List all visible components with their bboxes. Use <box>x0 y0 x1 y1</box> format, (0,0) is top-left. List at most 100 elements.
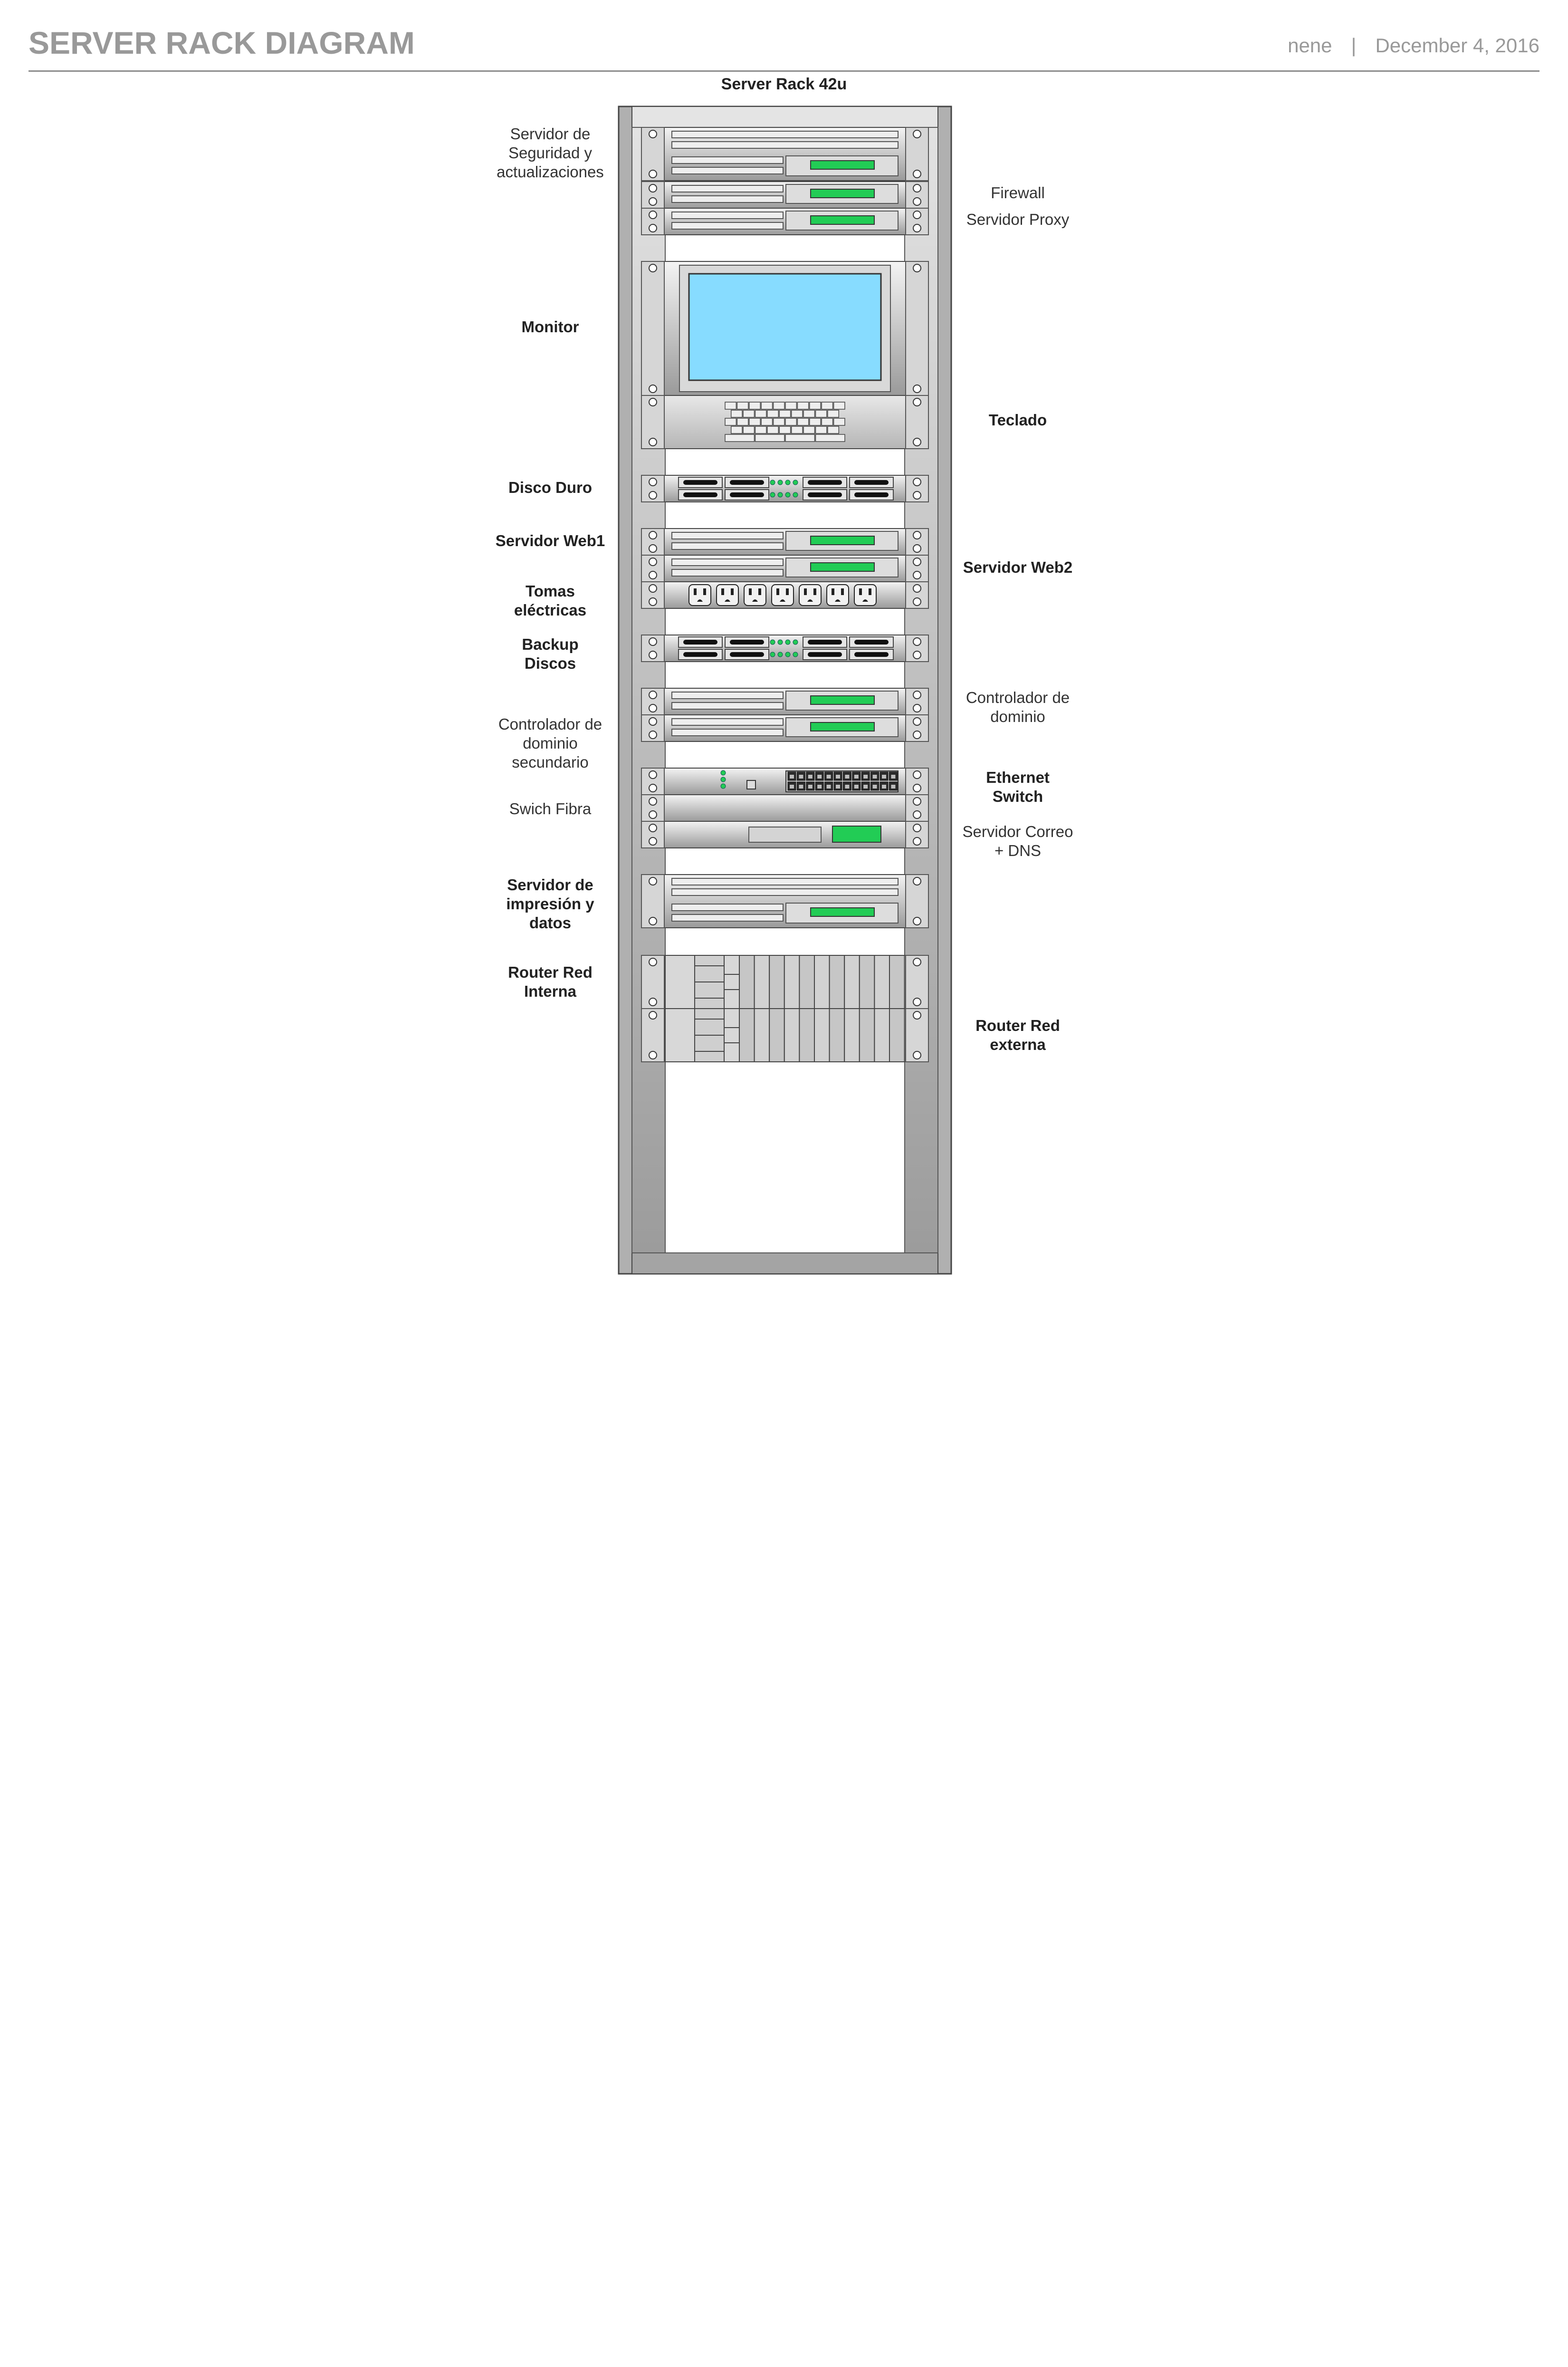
keyboard-key <box>725 418 737 426</box>
switch-led <box>720 783 726 789</box>
drive-bay <box>683 652 717 657</box>
label-proxy: Servidor Proxy <box>966 211 1070 228</box>
disk-led <box>770 639 775 645</box>
keyboard-key <box>791 426 803 434</box>
disk-led <box>770 480 775 485</box>
status-led-bar <box>810 160 875 170</box>
disk-led <box>785 492 791 498</box>
status-led-bar <box>810 722 875 731</box>
power-strip <box>641 581 929 609</box>
author-name: nene <box>1288 34 1332 57</box>
keyboard-key <box>725 402 737 410</box>
label-fiber: Swich Fibra <box>509 800 592 818</box>
label-web2: Servidor Web2 <box>963 558 1073 576</box>
router-module <box>739 1008 755 1062</box>
monitor-screen <box>688 273 882 381</box>
router-module <box>889 955 905 1009</box>
label-monitor: Monitor <box>521 318 579 336</box>
router-module <box>769 955 785 1009</box>
label-firewall: Firewall <box>991 184 1045 202</box>
power-outlet <box>799 584 822 606</box>
keyboard-key <box>730 410 743 418</box>
router-module <box>874 955 890 1009</box>
disk-led <box>777 480 783 485</box>
keyboard-key <box>803 410 815 418</box>
page-title: SERVER RACK DIAGRAM <box>29 25 415 60</box>
monitor-unit <box>641 261 929 396</box>
header-meta: nene|December 4, 2016 <box>1288 34 1539 57</box>
status-led-bar <box>810 562 875 572</box>
disk-led <box>777 639 783 645</box>
keyboard-key <box>725 434 755 442</box>
keyboard-key <box>785 402 797 410</box>
router-module <box>754 1008 770 1062</box>
keyboard-key <box>743 410 755 418</box>
router-module <box>844 1008 860 1062</box>
disk-led <box>785 639 791 645</box>
keyboard-key <box>815 410 827 418</box>
keyboard-key <box>833 402 845 410</box>
rack-top-cap <box>631 106 938 128</box>
label-mail: Servidor Correo+ DNS <box>962 823 1073 859</box>
router-module <box>769 1008 785 1062</box>
web2-server <box>641 555 929 582</box>
drive-bay <box>854 640 889 645</box>
keyboard-key <box>785 418 797 426</box>
keyboard-key <box>755 434 785 442</box>
drive-bay <box>683 480 717 485</box>
router-module <box>829 1008 845 1062</box>
backup-disk-array <box>641 635 929 662</box>
keyboard-key <box>827 426 840 434</box>
keyboard-key <box>749 418 761 426</box>
rack-bottom-cap <box>631 1252 938 1274</box>
keyboard-key <box>779 426 791 434</box>
keyboard-key <box>797 418 809 426</box>
drive-bay <box>808 492 842 497</box>
disk-led <box>793 492 798 498</box>
router-module <box>814 1008 830 1062</box>
keyboard-key <box>827 410 840 418</box>
rack-title: Server Rack 42u <box>721 75 847 93</box>
drive-bay <box>730 652 764 657</box>
disk-led <box>777 492 783 498</box>
fiber-switch <box>641 794 929 822</box>
print-data-server <box>641 874 929 928</box>
keyboard-key <box>821 418 833 426</box>
router-module <box>859 1008 875 1062</box>
proxy-server <box>641 208 929 235</box>
keyboard-key <box>797 402 809 410</box>
router-module <box>799 1008 815 1062</box>
external-network-router <box>641 1008 929 1062</box>
drive-bay <box>854 480 889 485</box>
status-led-bar <box>810 215 875 225</box>
disk-led <box>785 480 791 485</box>
document-date: December 4, 2016 <box>1375 34 1539 57</box>
status-led-bar <box>810 189 875 198</box>
router-module <box>784 955 800 1009</box>
drive-bay <box>683 492 717 497</box>
keyboard-key <box>785 434 815 442</box>
power-outlet <box>854 584 877 606</box>
drive-bay <box>854 652 889 657</box>
drive-bay <box>730 480 764 485</box>
disk-led <box>785 652 791 657</box>
disk-led <box>793 652 798 657</box>
keyboard-key <box>815 426 827 434</box>
keyboard-key <box>730 426 743 434</box>
disk-led <box>770 652 775 657</box>
console-port <box>746 780 756 789</box>
disk-led <box>793 639 798 645</box>
web1-server <box>641 528 929 556</box>
power-outlet <box>826 584 849 606</box>
mail-dns-server <box>641 821 929 848</box>
status-led-bar <box>810 907 875 917</box>
router-module <box>859 955 875 1009</box>
keyboard-key <box>743 426 755 434</box>
keyboard-key <box>767 426 779 434</box>
drive-bay <box>854 492 889 497</box>
